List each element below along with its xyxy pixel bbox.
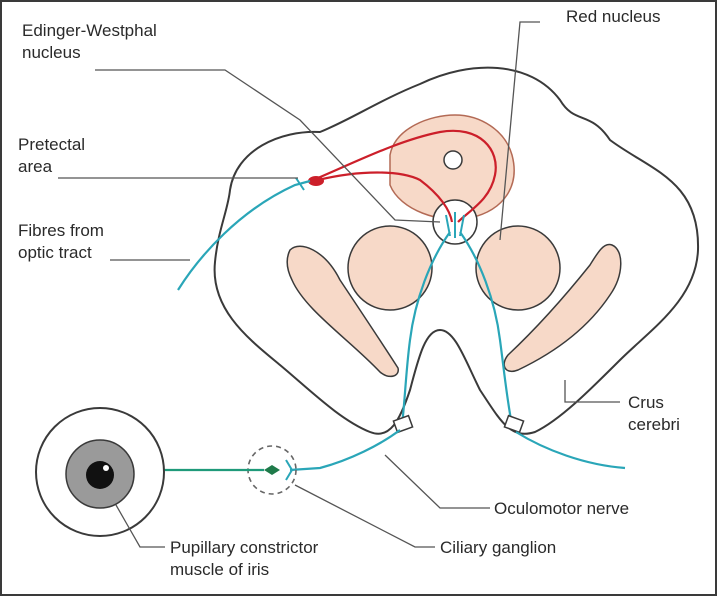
label-pretectal: Pretectal area <box>18 135 86 176</box>
nerve-exit-left <box>392 414 414 434</box>
leader-red-nucleus <box>499 21 540 241</box>
oculomotor-nerve-right-exit <box>515 431 626 470</box>
leader-oculomotor-nerve <box>384 454 490 509</box>
crus-left <box>286 245 399 378</box>
label-pupillary-muscle: Pupillary constrictor muscle of iris <box>170 538 319 579</box>
midbrain-outline <box>213 66 700 435</box>
leader-edinger-westphal <box>95 69 441 223</box>
red-nucleus-left <box>347 225 433 311</box>
leader-ciliary-ganglion <box>294 484 435 548</box>
leader-crus-cerebri <box>564 380 620 403</box>
cerebral-aqueduct <box>443 150 463 170</box>
optic-tract-fibres <box>177 179 311 291</box>
label-ciliary-ganglion: Ciliary ganglion <box>440 538 557 557</box>
pretectal-pathway-inner <box>317 171 454 223</box>
ganglion-cell <box>264 465 280 475</box>
pupil <box>86 461 114 489</box>
red-nucleus-right <box>475 225 561 311</box>
oculomotor-nerve-left <box>400 231 451 426</box>
label-fibres-optic: Fibres from optic tract <box>18 221 104 262</box>
pretectal-nucleus-dot <box>308 176 324 186</box>
nerve-exit-right <box>503 414 525 434</box>
leader-pupillary-muscle <box>115 504 165 548</box>
leader-lines <box>58 21 620 548</box>
label-red-nucleus: Red nucleus <box>566 7 661 26</box>
label-oculomotor-nerve: Oculomotor nerve <box>494 499 630 518</box>
label-crus-cerebri: Crus cerebri <box>628 393 680 434</box>
oculomotor-nerve-to-ganglion <box>289 429 401 472</box>
crus-right <box>503 243 622 372</box>
ew-fibres <box>445 212 465 238</box>
oculomotor-nerve-right <box>459 231 514 426</box>
pupil-highlight <box>103 465 109 471</box>
ganglion-synapse <box>285 459 294 481</box>
pretectal-pathway <box>317 129 497 223</box>
label-edinger-westphal: Edinger-Westphal nucleus <box>22 21 157 62</box>
optic-fibre-branch <box>295 177 305 191</box>
